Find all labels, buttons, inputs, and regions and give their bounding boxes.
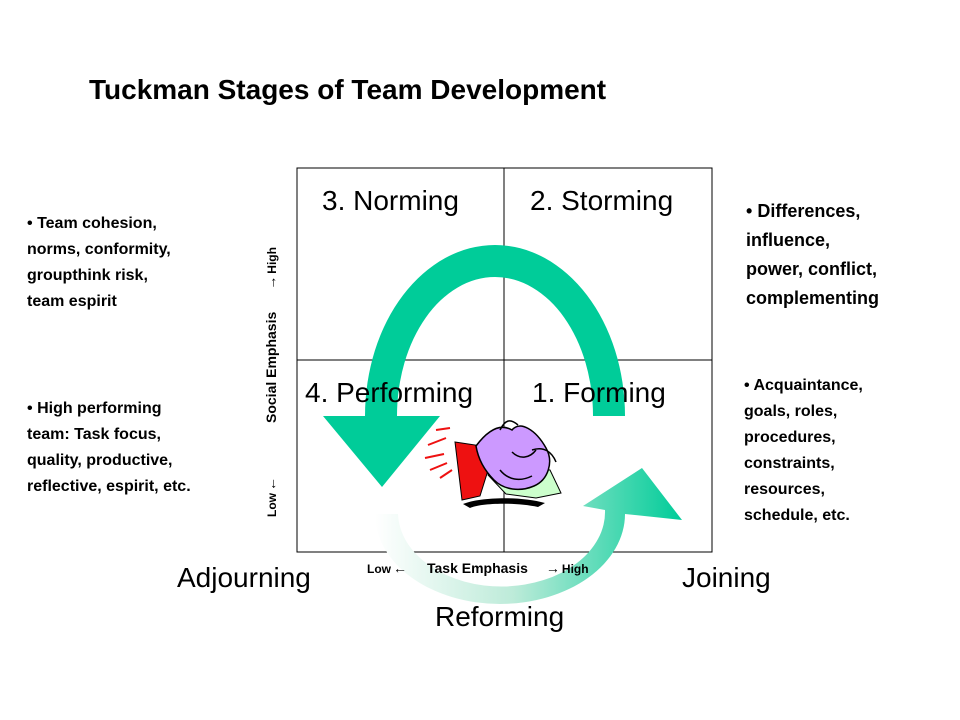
team-clipart-icon	[424, 420, 562, 508]
note-line: procedures,	[744, 429, 836, 446]
y-axis-label: Low ← Social Emphasis → High	[263, 247, 279, 517]
note-line: Acquaintance,	[753, 377, 863, 394]
note-line: norms, conformity,	[27, 241, 171, 258]
stage-joining-label: Joining	[682, 562, 771, 593]
x-axis-arrow-left-icon: ←	[393, 560, 407, 576]
y-axis-title: Social Emphasis	[263, 311, 279, 423]
quadrant-performing-label: 4. Performing	[305, 377, 474, 408]
quadrant-storming-label: 2. Storming	[530, 185, 674, 216]
note-line: groupthink risk,	[27, 267, 148, 284]
x-axis-arrow-right-icon: →	[545, 560, 560, 576]
y-axis-arrow-high-icon: →	[263, 275, 279, 290]
cycle-arrow-bottom	[375, 468, 682, 604]
note-line: goals, roles,	[744, 403, 838, 420]
x-axis-low: Low	[367, 562, 391, 576]
stage-reforming-label: Reforming	[435, 601, 565, 632]
cycle-arrow-top	[323, 245, 625, 487]
note-line: team: Task focus,	[27, 426, 161, 443]
x-axis-label: Low ← Task Emphasis → High	[367, 560, 589, 576]
x-axis-title: Task Emphasis	[427, 560, 528, 576]
bullet-icon: •	[746, 201, 753, 221]
stage-adjourning-label: Adjourning	[177, 562, 311, 593]
bullet-icon: •	[27, 400, 33, 417]
note-line: Differences,	[757, 201, 861, 221]
note-line: constraints,	[744, 455, 835, 472]
note-line: complementing	[746, 288, 880, 308]
quadrant-norming-label: 3. Norming	[322, 185, 459, 216]
note-line: schedule, etc.	[744, 507, 850, 524]
note-line: power, conflict,	[746, 259, 878, 279]
note-line: Team cohesion,	[37, 215, 157, 232]
note-line: resources,	[744, 481, 825, 498]
note-line: team espirit	[27, 293, 117, 310]
note-line: High performing	[37, 400, 162, 417]
note-forming: • Acquaintance, goals, roles, procedures…	[744, 373, 863, 529]
note-line: reflective, espirit, etc.	[27, 478, 191, 495]
note-norming: • Team cohesion, norms, conformity, grou…	[27, 211, 171, 315]
y-axis-low: Low	[265, 493, 279, 517]
quadrant-forming-label: 1. Forming	[532, 377, 666, 408]
y-axis-high: High	[265, 247, 279, 274]
page-title: Tuckman Stages of Team Development	[89, 74, 607, 105]
note-line: influence,	[746, 230, 831, 250]
bullet-icon: •	[744, 377, 750, 394]
bullet-icon: •	[27, 215, 33, 232]
note-performing: • High performing team: Task focus, qual…	[27, 396, 191, 500]
note-line: quality, productive,	[27, 452, 173, 469]
y-axis-arrow-low-icon: ←	[263, 477, 279, 491]
note-storming: • Differences, influence, power, conflic…	[746, 197, 879, 313]
x-axis-high: High	[561, 562, 589, 576]
